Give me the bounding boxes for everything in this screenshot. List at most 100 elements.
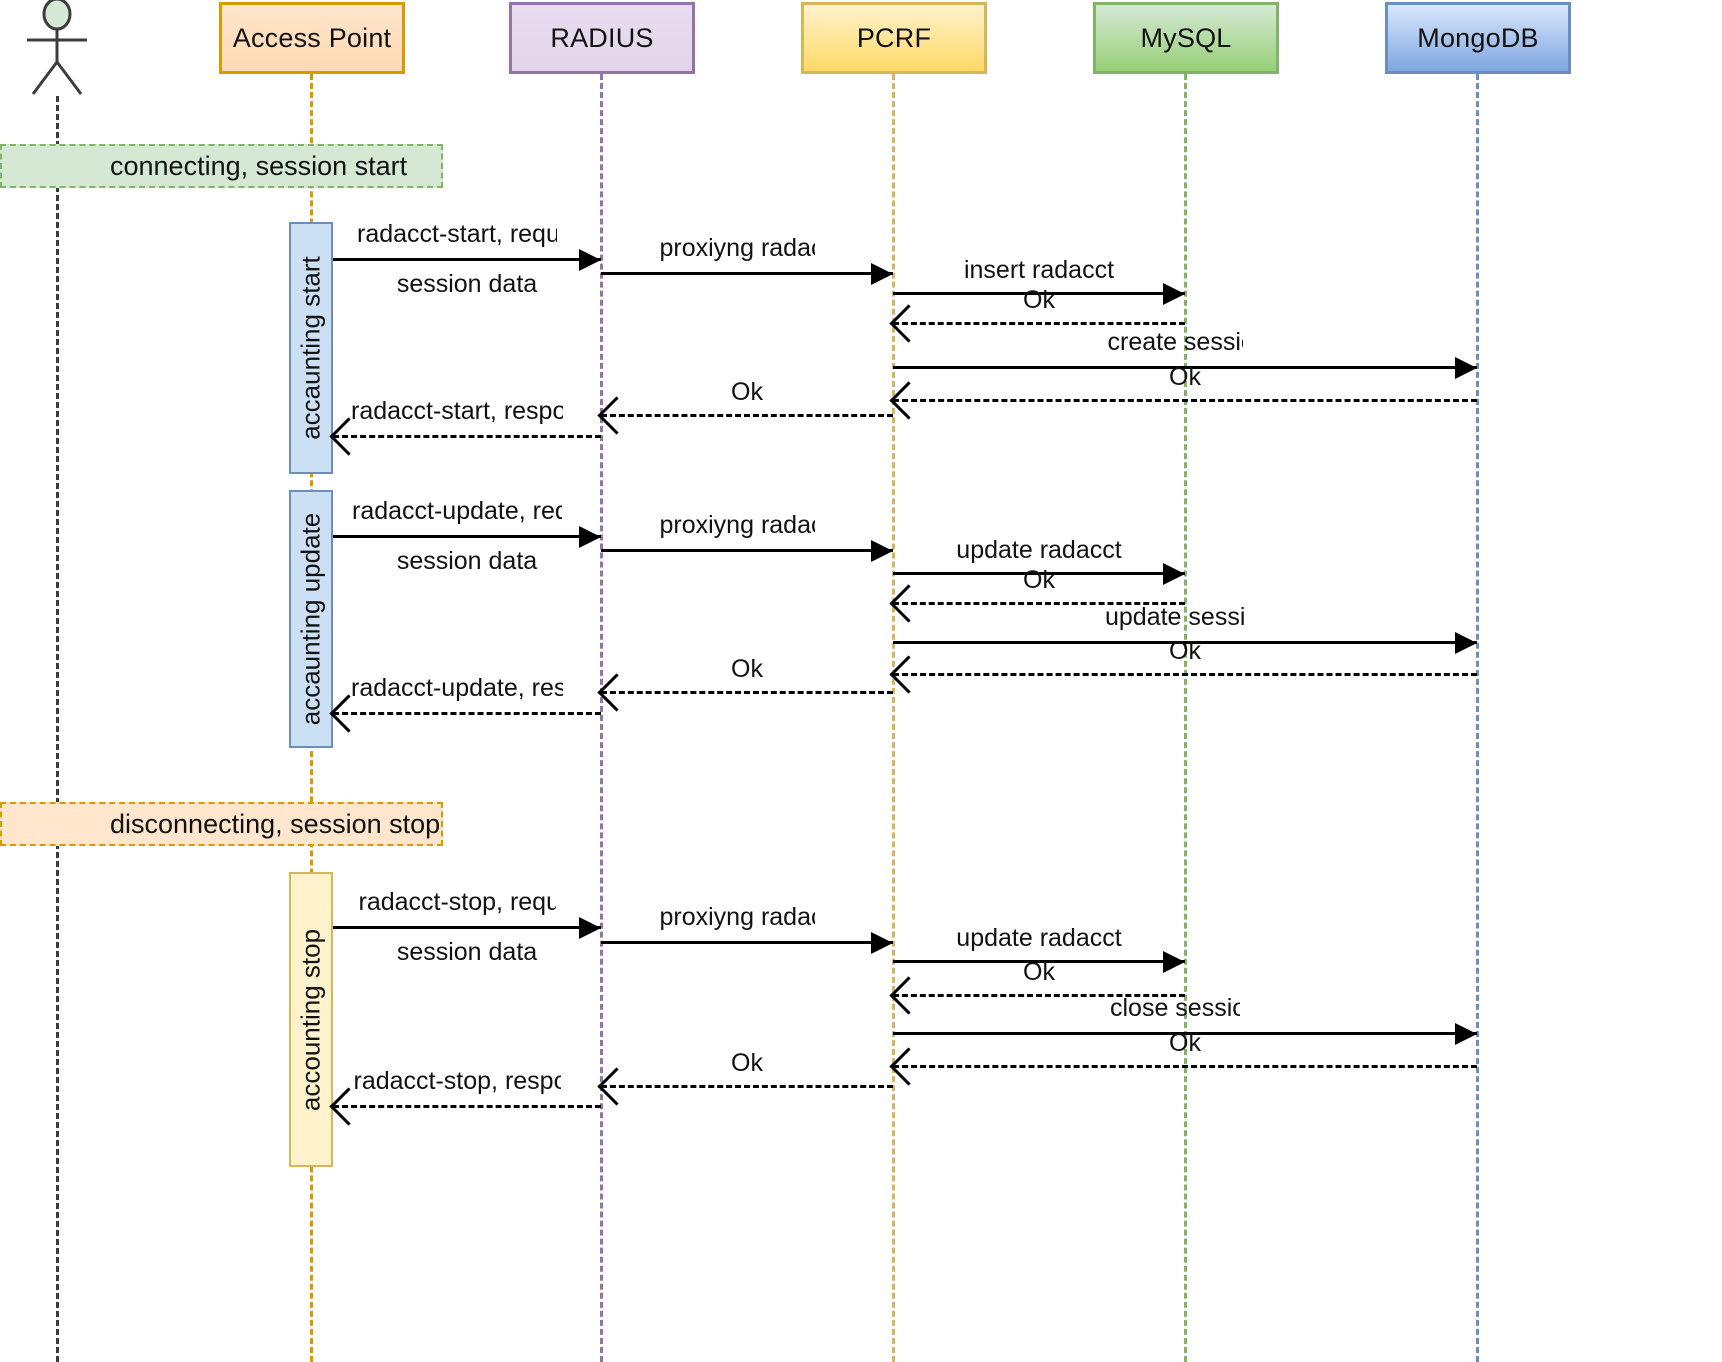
message-label-msg-ok-mysql-1: Ok bbox=[1023, 286, 1055, 314]
message-label-msg-ok-mysql-3: Ok bbox=[1023, 958, 1055, 986]
message-label-msg-update-radacct-2: update radacct bbox=[956, 924, 1122, 952]
message-line-msg-update-session bbox=[893, 641, 1477, 644]
message-line-msg-ok-mysql-2 bbox=[893, 602, 1185, 605]
lifeline-header-access-point[interactable]: Access Point bbox=[219, 2, 405, 74]
lifeline-header-mongodb[interactable]: MongoDB bbox=[1385, 2, 1571, 74]
message-line-msg-proxying-radacct-3 bbox=[601, 941, 893, 944]
message-label-msg-proxying-radacct-1: proxiyng radacct bbox=[659, 234, 815, 262]
band-label: disconnecting, session stop bbox=[110, 808, 441, 839]
message-label-clip-msg-close-session: close session bbox=[1110, 994, 1240, 1028]
message-line-msg-radacct-stop-request bbox=[333, 926, 601, 929]
arrowhead-msg-ok-radius-2 bbox=[597, 673, 636, 712]
message-label-msg-radacct-stop-response: radacct-stop, responce bbox=[353, 1067, 561, 1095]
lifeline-actor bbox=[56, 96, 59, 1362]
message-label-clip-msg-radacct-start-response: radacct-start, responce bbox=[351, 397, 563, 431]
lifeline-header-pcrf[interactable]: PCRF bbox=[801, 2, 987, 74]
message-line-msg-create-session bbox=[893, 366, 1477, 369]
message-label-msg-ok-radius-1: Ok bbox=[731, 378, 763, 406]
message-label-msg-ok-mongo-1: Ok bbox=[1169, 363, 1201, 391]
message-label-msg-ok-mysql-2: Ok bbox=[1023, 566, 1055, 594]
arrowhead-msg-close-session bbox=[1455, 1023, 1477, 1045]
lifeline-header-label-mysql: MySQL bbox=[1140, 22, 1232, 53]
lifeline-pcrf bbox=[892, 74, 895, 1362]
message-sublabel-msg-radacct-update-request: session data bbox=[396, 547, 538, 575]
activation-label: accaunting start bbox=[295, 256, 326, 440]
lifeline-radius bbox=[600, 74, 603, 1362]
message-label-clip-msg-radacct-update-request: radacct-update, request bbox=[352, 497, 562, 531]
message-label-msg-proxying-radacct-3: proxiyng radacct bbox=[659, 903, 815, 931]
band-disconnecting-band[interactable]: disconnecting, session stop bbox=[0, 802, 443, 846]
message-label-clip-msg-radacct-start-request: radacct-start, request bbox=[357, 220, 557, 254]
message-label-msg-insert-radacct: insert radacct bbox=[963, 256, 1115, 284]
band-connecting-band[interactable]: connecting, session start bbox=[0, 144, 443, 188]
message-sublabel-msg-radacct-stop-request: session data bbox=[396, 938, 538, 966]
message-label-msg-ok-radius-3: Ok bbox=[731, 1049, 763, 1077]
message-sublabel-msg-radacct-start-request: session data bbox=[396, 270, 538, 298]
arrowhead-msg-radacct-start-request bbox=[579, 249, 601, 271]
arrowhead-msg-radacct-stop-request bbox=[579, 917, 601, 939]
activation-accounting-start-bar[interactable]: accaunting start bbox=[289, 222, 333, 474]
message-label-clip-msg-proxying-radacct-3: proxiyng radacct bbox=[660, 903, 815, 937]
message-label-msg-update-session: update session bbox=[1105, 603, 1245, 631]
message-label-msg-create-session: create session bbox=[1107, 328, 1243, 356]
message-label-msg-radacct-update-request: radacct-update, request bbox=[352, 497, 562, 525]
band-label: connecting, session start bbox=[110, 150, 408, 181]
lifeline-header-mysql[interactable]: MySQL bbox=[1093, 2, 1279, 74]
message-line-msg-proxying-radacct-2 bbox=[601, 549, 893, 552]
message-line-msg-ok-radius-3 bbox=[601, 1085, 893, 1088]
arrowhead-msg-ok-mysql-3 bbox=[889, 976, 928, 1015]
lifeline-header-label-pcrf: PCRF bbox=[856, 22, 932, 53]
arrowhead-msg-proxying-radacct-3 bbox=[871, 932, 893, 954]
message-label-clip-msg-radacct-stop-request: radacct-stop, request bbox=[359, 888, 556, 922]
activation-accounting-update-bar[interactable]: accaunting update bbox=[289, 490, 333, 748]
message-label-msg-radacct-start-request: radacct-start, request bbox=[357, 220, 557, 248]
activation-label: accounting stop bbox=[295, 928, 326, 1111]
message-label-clip-msg-update-session: update session bbox=[1105, 603, 1245, 637]
actor-figure[interactable] bbox=[17, 0, 97, 96]
lifeline-header-label-radius: RADIUS bbox=[550, 22, 654, 53]
lifeline-header-radius[interactable]: RADIUS bbox=[509, 2, 695, 74]
message-line-msg-ok-mysql-3 bbox=[893, 994, 1185, 997]
message-label-msg-radacct-update-response: radacct-update, responce bbox=[351, 674, 563, 702]
message-line-msg-proxying-radacct-1 bbox=[601, 272, 893, 275]
activation-label: accaunting update bbox=[295, 512, 326, 726]
message-line-msg-ok-mongo-1 bbox=[893, 399, 1477, 402]
arrowhead-msg-update-radacct-2 bbox=[1163, 951, 1185, 973]
arrowhead-msg-ok-mongo-2 bbox=[889, 655, 928, 694]
message-label-msg-proxying-radacct-2: proxiyng radacct bbox=[659, 511, 815, 539]
message-line-msg-radacct-update-request bbox=[333, 535, 601, 538]
arrowhead-msg-ok-radius-1 bbox=[597, 396, 636, 435]
arrowhead-msg-create-session bbox=[1455, 357, 1477, 379]
message-label-msg-ok-mongo-3: Ok bbox=[1169, 1029, 1201, 1057]
message-label-msg-update-radacct-1: update radacct bbox=[956, 536, 1122, 564]
message-line-msg-radacct-start-request bbox=[333, 258, 601, 261]
message-label-clip-msg-proxying-radacct-1: proxiyng radacct bbox=[660, 234, 815, 268]
message-label-clip-msg-create-session: create session bbox=[1108, 328, 1243, 362]
message-line-msg-ok-mysql-1 bbox=[893, 322, 1185, 325]
message-label-msg-radacct-stop-request: radacct-stop, request bbox=[358, 888, 556, 916]
message-line-msg-ok-mongo-3 bbox=[893, 1065, 1477, 1068]
arrowhead-msg-ok-mysql-1 bbox=[889, 304, 928, 343]
message-line-msg-ok-mongo-2 bbox=[893, 673, 1477, 676]
message-label-clip-msg-radacct-stop-response: radacct-stop, responce bbox=[354, 1067, 561, 1101]
message-label-msg-radacct-start-response: radacct-start, responce bbox=[351, 397, 563, 425]
message-line-msg-ok-radius-1 bbox=[601, 414, 893, 417]
message-label-clip-msg-radacct-update-response: radacct-update, responce bbox=[351, 674, 563, 708]
message-label-msg-ok-radius-2: Ok bbox=[731, 655, 763, 683]
activation-accounting-stop-bar[interactable]: accounting stop bbox=[289, 872, 333, 1167]
message-line-msg-update-radacct-2 bbox=[893, 960, 1185, 963]
message-label-clip-msg-proxying-radacct-2: proxiyng radacct bbox=[660, 511, 815, 545]
message-line-msg-close-session bbox=[893, 1032, 1477, 1035]
message-line-msg-radacct-update-response bbox=[333, 712, 601, 715]
message-label-msg-ok-mongo-2: Ok bbox=[1169, 637, 1201, 665]
arrowhead-msg-update-radacct-1 bbox=[1163, 563, 1185, 585]
message-line-msg-insert-radacct bbox=[893, 292, 1185, 295]
lifeline-header-label-access-point: Access Point bbox=[232, 22, 392, 53]
message-line-msg-radacct-start-response bbox=[333, 435, 601, 438]
arrowhead-msg-proxying-radacct-2 bbox=[871, 540, 893, 562]
lifeline-mongodb bbox=[1476, 74, 1479, 1362]
message-line-msg-update-radacct-1 bbox=[893, 572, 1185, 575]
message-label-msg-close-session: close session bbox=[1110, 994, 1240, 1022]
message-line-msg-radacct-stop-response bbox=[333, 1105, 601, 1108]
